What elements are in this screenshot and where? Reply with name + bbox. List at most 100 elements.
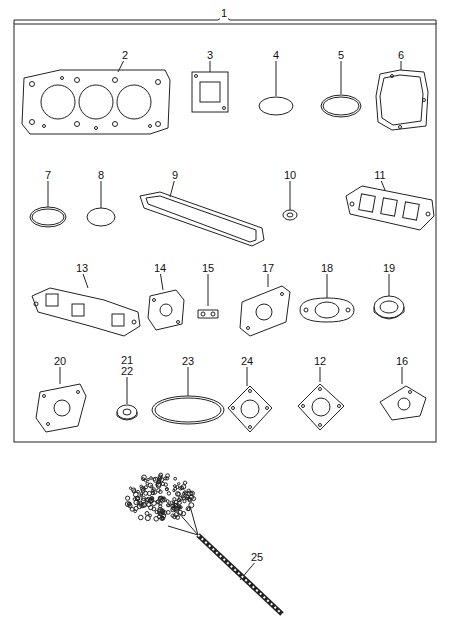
small-gasket-15: [198, 310, 218, 318]
callout-number: 5: [337, 50, 345, 61]
square-gasket-3: [192, 72, 228, 112]
fibre-curl: [167, 504, 170, 507]
fibre-curl: [171, 514, 174, 517]
fibre-curl: [174, 477, 177, 480]
fibre-curl: [179, 506, 181, 508]
callout-number: 25: [250, 552, 264, 563]
fibre-curl: [152, 507, 156, 511]
fibre-curl: [164, 483, 167, 486]
manifold-gasket-13: [32, 288, 140, 336]
fibre-curl: [165, 488, 168, 491]
fibre-curl: [184, 491, 187, 494]
gasket-20: [36, 384, 86, 432]
fibre-curl: [145, 512, 149, 516]
fibre-curl: [167, 492, 170, 495]
callout-number: 23: [181, 356, 195, 367]
fibre-curl: [190, 492, 193, 495]
fibre-curl: [137, 497, 140, 500]
fibre-curl: [140, 495, 142, 497]
callout-number: 17: [261, 263, 275, 274]
fibre-curl: [162, 514, 166, 518]
fibre-curl: [186, 507, 190, 511]
callout-number: 15: [201, 263, 215, 274]
rocker-cover-gasket-9: [140, 192, 264, 246]
fibre-curl: [141, 498, 145, 502]
fibre-curl: [186, 497, 189, 500]
callout-number: 6: [397, 50, 405, 61]
callout-number: 13: [75, 263, 89, 274]
fibre-curl: [126, 496, 130, 500]
fibre-curl: [174, 485, 177, 488]
fibre-curl: [159, 490, 162, 493]
fibre-curl: [166, 500, 169, 503]
seal-ring-19: [374, 296, 404, 319]
fibre-curl: [166, 488, 168, 490]
callout-number: 8: [97, 170, 105, 181]
callout-number: 16: [395, 356, 409, 367]
fibre-curl: [160, 496, 163, 499]
fibre-curl: [156, 500, 159, 503]
kit-box: [14, 24, 436, 442]
manifold-gasket-11: [346, 186, 434, 230]
o-rings-4-5: [259, 95, 361, 117]
callout-number: 11: [373, 170, 386, 181]
callout-number: 24: [240, 356, 254, 367]
fibre-curl: [178, 510, 183, 515]
fibre-curl: [159, 473, 163, 477]
fibre-curl: [130, 507, 134, 511]
fibre-curl: [173, 498, 176, 501]
fibre-curl: [178, 483, 180, 485]
fibre-curl: [156, 483, 158, 485]
plate-gasket-14: [148, 290, 184, 330]
washer-21-22: [117, 405, 137, 420]
fibre-curl: [171, 506, 175, 510]
square-gasket-24: [228, 386, 272, 432]
leader-lines: [48, 58, 402, 580]
fibre-curl: [179, 506, 182, 509]
fibre-curl: [192, 497, 196, 501]
flange-gasket-18: [300, 298, 354, 322]
fibre-curl: [152, 488, 155, 491]
cylinder-head-gasket: [22, 70, 170, 134]
fibre-curl: [158, 509, 163, 514]
fibre-curl: [187, 491, 192, 496]
fibre-curl: [135, 496, 140, 501]
callout-number: 1: [220, 8, 228, 19]
fibre-curl: [145, 516, 150, 521]
callout-number: 7: [44, 170, 52, 181]
fibre-curl: [128, 502, 131, 505]
callout-number: 10: [283, 170, 297, 181]
fibre-curl: [150, 477, 153, 480]
callout-number: 19: [382, 263, 396, 274]
callout-number: 3: [206, 50, 214, 61]
callout-number: 20: [53, 356, 67, 367]
fibre-curl: [189, 503, 194, 508]
callout-number: 21: [120, 355, 134, 366]
fibre-curl: [140, 503, 144, 507]
fibre-curl: [182, 496, 186, 500]
plate-gasket-17: [240, 286, 290, 336]
fibre-curl: [164, 477, 167, 480]
fibre-curl: [136, 496, 140, 500]
fibre-curl: [144, 479, 146, 481]
ring-gasket-23: [152, 396, 224, 424]
fibre-curl: [183, 481, 186, 484]
gasket-16: [380, 386, 426, 420]
fibre-curl: [132, 488, 136, 492]
fibre-curl: [181, 485, 186, 490]
fibre-curl: [134, 510, 137, 513]
callout-number: 14: [153, 263, 167, 274]
square-gasket-12: [298, 384, 344, 430]
fibre-curl: [139, 515, 144, 520]
callout-number: 22: [120, 366, 134, 377]
fibre-curl: [187, 508, 190, 511]
callout-number: 2: [121, 50, 129, 61]
fibre-curl: [141, 488, 145, 492]
fibre-curl: [174, 487, 177, 490]
fibre-curl: [144, 486, 147, 489]
fibre-curl: [148, 483, 152, 487]
callout-number: 4: [272, 50, 280, 61]
callout-number: 12: [313, 356, 327, 367]
callout-number: 18: [320, 263, 334, 274]
